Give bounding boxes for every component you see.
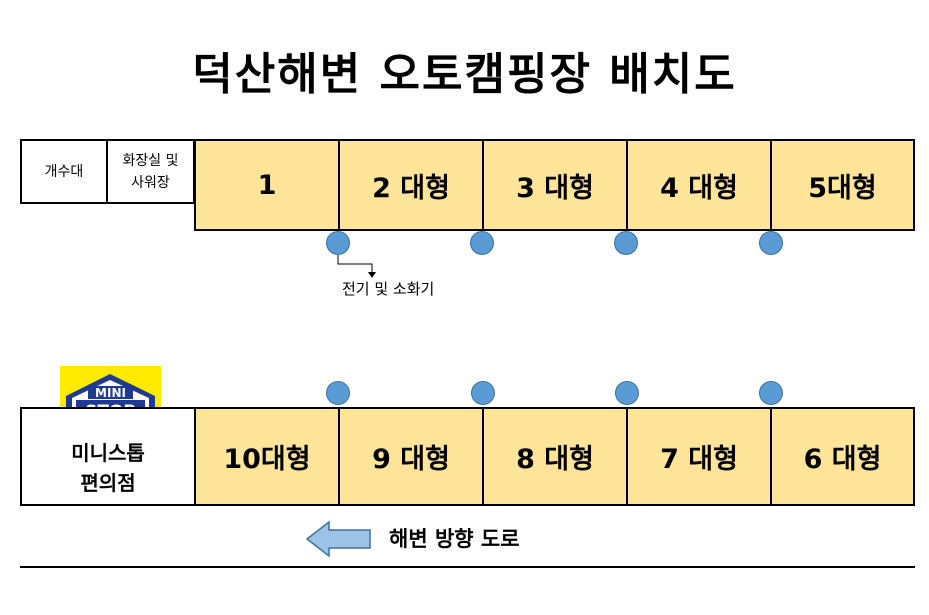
road-direction-label: 해변 방향 도로 (389, 527, 520, 551)
page-title: 덕산해변 오토캠핑장 배치도 (192, 49, 737, 100)
campsite-label: 9 대형 (372, 444, 450, 475)
store-label-line1: 미니스톱 (71, 440, 145, 465)
road-line (20, 566, 915, 568)
sink-label: 개수대 (44, 163, 84, 180)
campsite-label: 10대형 (223, 444, 311, 475)
utility-post-marker (759, 231, 783, 255)
campsite-8[interactable]: 8 대형 (482, 407, 628, 506)
campsite-label: 2 대형 (372, 172, 450, 204)
campsite-label: 1 (257, 169, 277, 201)
campsite-5[interactable]: 5대형 (770, 139, 915, 231)
campsite-label: 5대형 (808, 172, 877, 204)
utility-post-marker (614, 231, 638, 255)
utility-post-marker (326, 231, 350, 255)
restroom-label-line2: 사워장 (131, 174, 170, 191)
campsite-label: 6 대형 (803, 444, 882, 475)
logo-text-top: MINI (95, 386, 126, 400)
campsite-label: 3 대형 (516, 172, 594, 204)
campsite-6[interactable]: 6 대형 (770, 407, 915, 506)
utility-post-marker (470, 231, 494, 255)
utility-post-marker (615, 381, 639, 405)
sink-area: 개수대 (20, 139, 108, 204)
restroom-label-line1: 화장실 및 (122, 152, 179, 169)
campsite-10[interactable]: 10대형 (194, 407, 340, 506)
utility-post-marker (326, 381, 350, 405)
campsite-label: 7 대형 (660, 444, 738, 475)
utility-post-marker (759, 381, 783, 405)
campsite-label: 4 대형 (660, 172, 738, 204)
electric-extinguisher-annotation: 전기 및 소화기 (342, 280, 435, 298)
campsite-label: 8 대형 (516, 444, 594, 475)
convenience-store[interactable]: 미니스톱 편의점 (20, 407, 196, 506)
utility-post-marker (471, 381, 495, 405)
campsite-7[interactable]: 7 대형 (626, 407, 772, 506)
campsite-9[interactable]: 9 대형 (338, 407, 484, 506)
store-label-line2: 편의점 (80, 470, 136, 495)
